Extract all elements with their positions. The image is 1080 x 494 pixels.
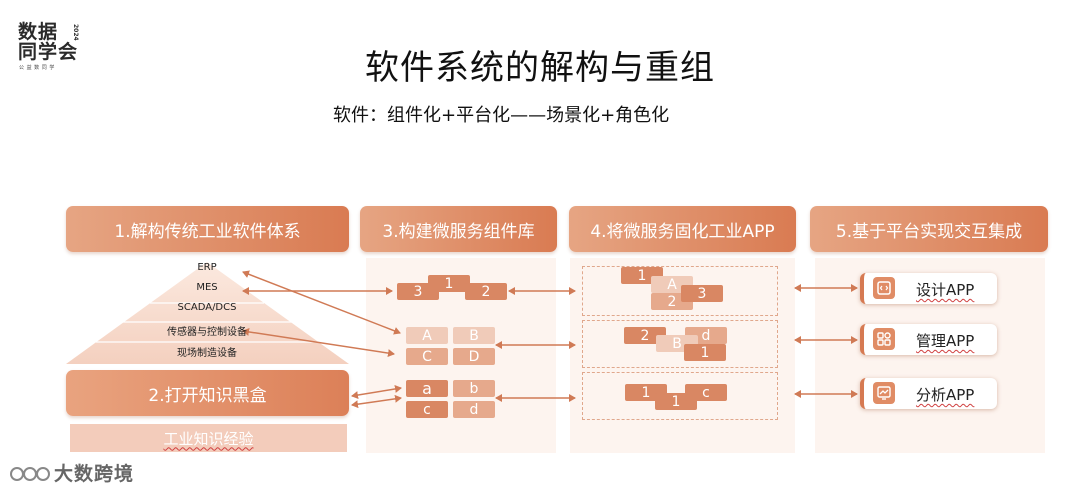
arrow-knowledge-2 xyxy=(351,394,402,409)
management-app-card[interactable]: 管理APP xyxy=(860,324,997,355)
logo: 数据 同学会 2024 公 益 数 同 学 xyxy=(18,22,82,72)
app2-block-2: 2 xyxy=(624,327,666,344)
header-industrial-app: 4.将微服务固化工业APP xyxy=(569,206,796,252)
component-A: A xyxy=(406,327,448,344)
design-app-label: 设计APP xyxy=(916,281,975,299)
logo-year: 2024 xyxy=(72,24,79,41)
logo-tagline: 公 益 数 同 学 xyxy=(19,65,55,71)
logo-line2: 同学会 xyxy=(18,41,79,63)
management-app-label: 管理APP xyxy=(916,332,975,350)
pyramid-mes: MES xyxy=(196,282,218,293)
design-app-card[interactable]: 设计APP xyxy=(860,273,997,304)
pyramid-field-equipment: 现场制造设备 xyxy=(177,348,237,359)
component-C: C xyxy=(406,348,448,365)
footer-watermark: 大数跨境 xyxy=(10,458,134,486)
header-platform-integration: 5.基于平台实现交互集成 xyxy=(810,206,1048,252)
analysis-app-card[interactable]: 分析APP xyxy=(860,378,997,409)
header-deconstruct: 1.解构传统工业软件体系 xyxy=(66,206,349,252)
arrow-erp xyxy=(242,270,401,335)
open-black-box: 2.打开知识黑盒 xyxy=(66,370,349,416)
app-container-2 xyxy=(582,320,778,368)
app-container-3 xyxy=(582,372,778,420)
app2-block-1: 1 xyxy=(684,344,726,361)
component-B: B xyxy=(453,327,495,344)
component-2: 2 xyxy=(465,283,507,300)
footer-brand: 大数跨境 xyxy=(54,462,135,485)
app3-block-c: c xyxy=(685,384,727,401)
pyramid-sensors: 传感器与控制设备 xyxy=(167,327,247,338)
industrial-knowledge: 工业知识经验 xyxy=(70,424,347,452)
pyramid-erp: ERP xyxy=(197,262,217,273)
app-container-1 xyxy=(582,266,778,316)
component-d: d xyxy=(453,401,495,418)
component-a: a xyxy=(406,379,448,398)
design-icon xyxy=(873,277,895,299)
arrow-sensor xyxy=(242,327,395,358)
grid-icon xyxy=(873,328,895,350)
component-b: b xyxy=(453,380,495,397)
pyramid-scada: SCADA/DCS xyxy=(177,302,237,313)
brand-logo-icon xyxy=(10,460,50,484)
page-subtitle: 软件：组件化+平台化——场景化+角色化 xyxy=(333,105,670,126)
logo-line1: 数据 xyxy=(18,21,59,43)
page-title: 软件系统的解构与重组 xyxy=(365,48,715,88)
arrow-knowledge-1 xyxy=(351,385,402,399)
component-D: D xyxy=(453,348,495,365)
chart-icon xyxy=(873,382,895,404)
app1-block-3: 3 xyxy=(681,285,723,302)
header-component-library: 3.构建微服务组件库 xyxy=(360,206,557,252)
analysis-app-label: 分析APP xyxy=(916,386,975,404)
component-1: 1 xyxy=(428,275,470,292)
component-c: c xyxy=(406,401,448,418)
